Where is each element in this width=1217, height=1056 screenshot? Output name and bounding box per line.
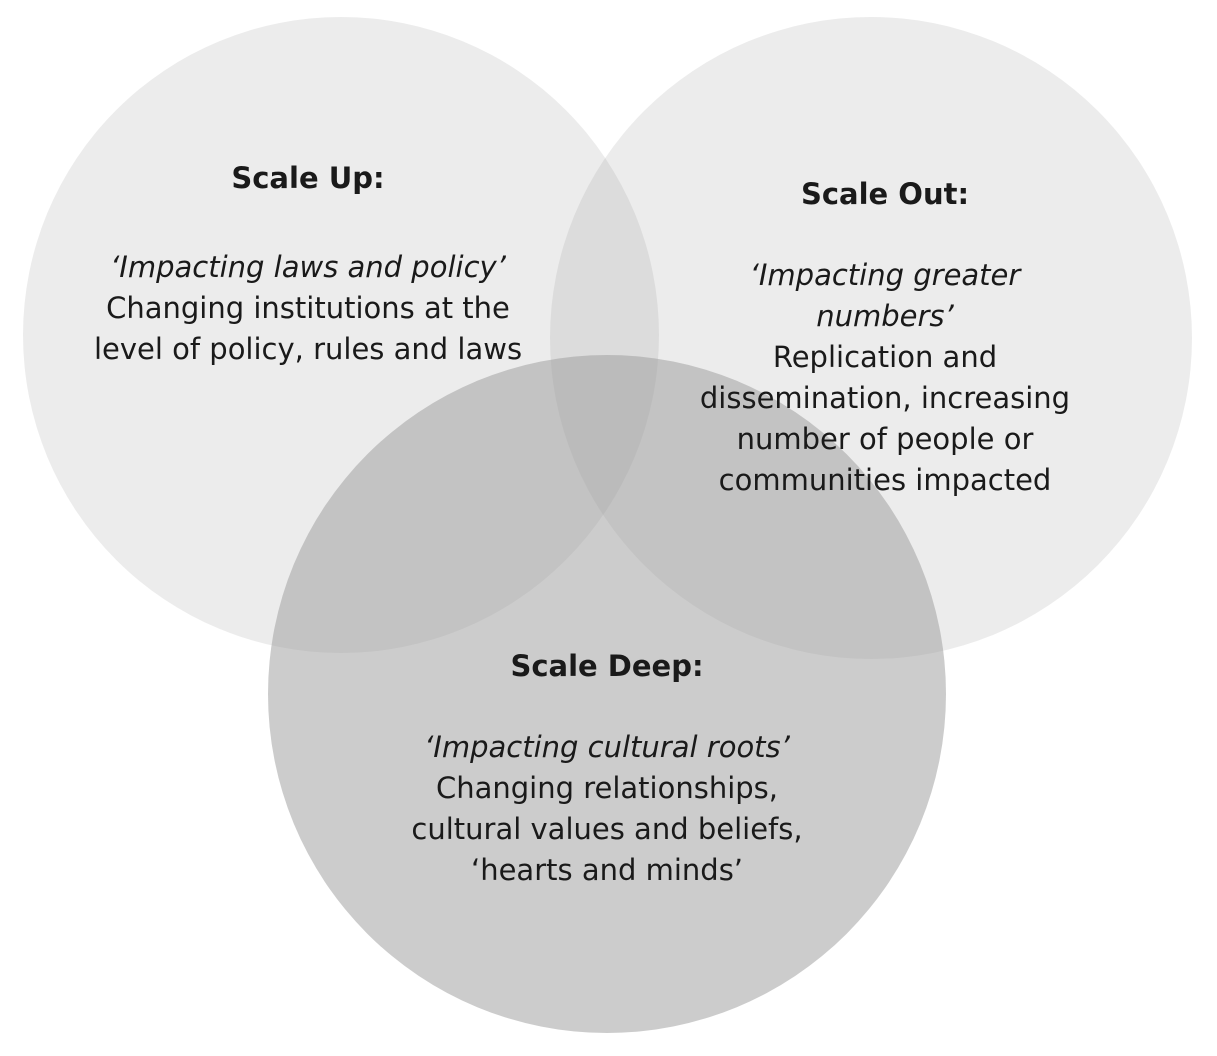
scale-up-tagline: ‘Impacting laws and policy’ <box>110 250 506 284</box>
scale-out-description: Replication and dissemination, increasin… <box>699 340 1071 497</box>
scale-deep-description: Changing relationships, cultural values … <box>411 771 803 887</box>
scale-up-title: Scale Up: <box>231 161 385 195</box>
scale-up-label-block: Scale Up: ‘Impacting laws and policy’ Ch… <box>88 158 528 370</box>
scale-deep-tagline: ‘Impacting cultural roots’ <box>424 730 790 764</box>
scale-deep-label-block: Scale Deep: ‘Impacting cultural roots’ C… <box>382 646 832 891</box>
scale-up-description: Changing institutions at the level of po… <box>93 291 523 366</box>
scale-out-title: Scale Out: <box>800 177 970 211</box>
scale-out-label-block: Scale Out: ‘Impacting greater numbers’ R… <box>680 174 1090 501</box>
scale-deep-title: Scale Deep: <box>510 649 704 683</box>
scale-out-tagline: ‘Impacting greater numbers’ <box>749 258 1021 333</box>
scale-deep-circle <box>268 355 946 1033</box>
